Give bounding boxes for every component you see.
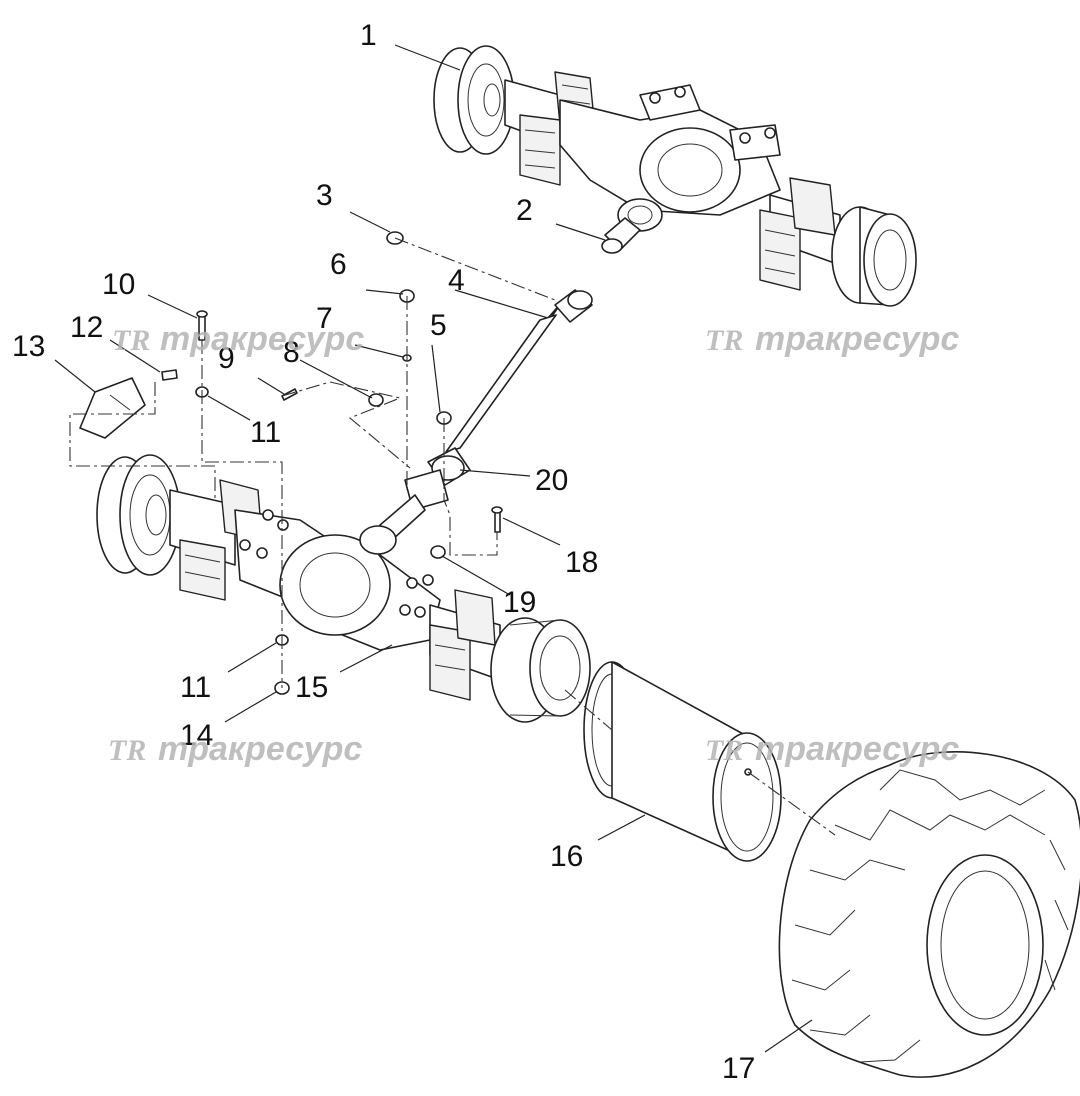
svg-text:тракресурс: тракресурс	[160, 320, 364, 358]
callout-4: 4	[448, 264, 465, 297]
svg-text:TR: TR	[705, 324, 743, 357]
callout-3: 3	[316, 179, 333, 212]
callout-13: 13	[12, 330, 45, 363]
rear-axle-assembly	[433, 45, 917, 307]
callout-1: 1	[360, 19, 377, 52]
callout-11-upper: 11	[250, 416, 281, 449]
watermark-bottom-right: TR тракресурс	[705, 730, 959, 768]
svg-text:TR: TR	[705, 734, 743, 767]
watermark-bottom-left: TR тракресурс	[108, 730, 362, 768]
callout-10: 10	[102, 268, 135, 301]
callout-11-lower: 11	[180, 671, 211, 704]
callout-8: 8	[283, 336, 300, 369]
callout-18: 18	[565, 546, 598, 579]
svg-text:TR: TR	[112, 324, 150, 357]
callout-19: 19	[503, 586, 536, 619]
front-axle-assembly	[96, 454, 591, 723]
watermark-top-right: TR тракресурс	[705, 320, 959, 358]
svg-text:тракресурс: тракресурс	[755, 730, 959, 768]
callout-7: 7	[316, 302, 333, 335]
leader-lines	[54, 44, 813, 1053]
callout-2: 2	[516, 194, 533, 227]
callout-16: 16	[550, 840, 583, 873]
drive-shaft	[379, 289, 593, 541]
assembly-lines	[69, 237, 836, 836]
callout-9: 9	[218, 342, 235, 375]
callout-14: 14	[180, 719, 213, 752]
wheel-rim	[583, 661, 782, 862]
callout-15: 15	[295, 671, 328, 704]
callout-labels: 1 2 3 4 5 6 7 8 9 10 11 11 12 13 14 15 1…	[12, 19, 755, 1085]
watermark-top-left: TR тракресурс	[112, 320, 364, 358]
guard-plate	[79, 377, 146, 439]
svg-text:тракресурс: тракресурс	[158, 730, 362, 768]
svg-text:TR: TR	[108, 734, 146, 767]
callout-5: 5	[430, 309, 447, 342]
callout-20: 20	[535, 464, 568, 497]
tire	[778, 751, 1080, 1078]
callout-12: 12	[70, 311, 103, 344]
callout-17: 17	[722, 1052, 755, 1085]
svg-text:тракресурс: тракресурс	[755, 320, 959, 358]
callout-6: 6	[330, 248, 347, 281]
